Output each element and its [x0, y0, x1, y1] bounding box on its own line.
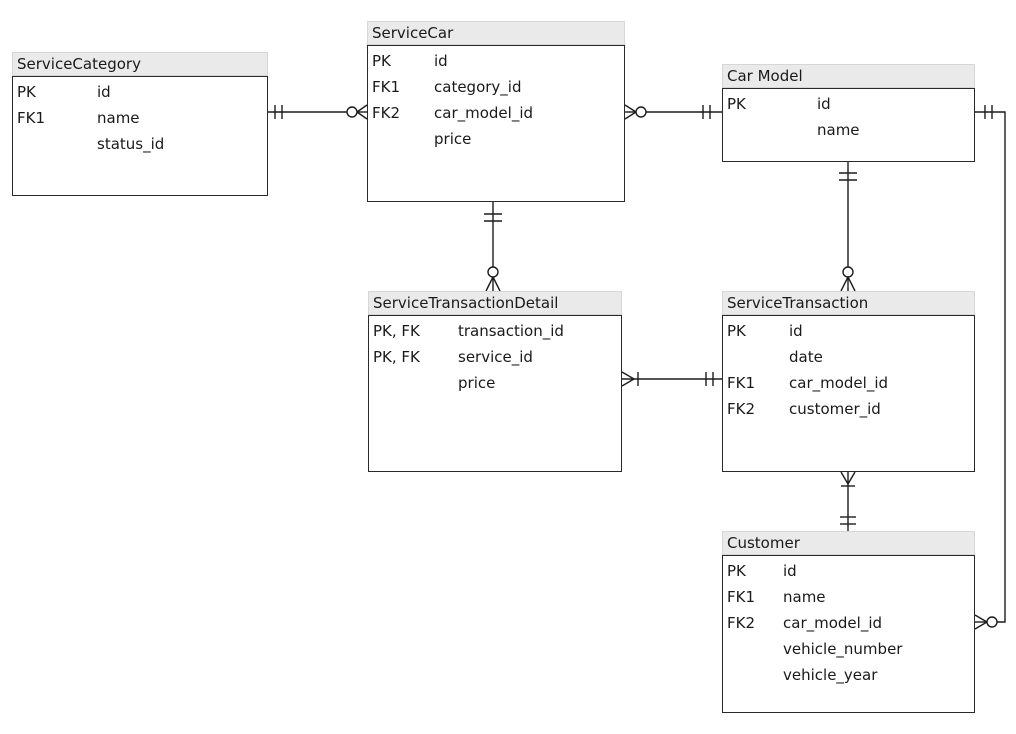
key-label: [723, 636, 783, 662]
attribute-row: status_id: [13, 131, 267, 157]
entity-title: Customer: [722, 531, 975, 555]
key-label: FK1: [727, 374, 756, 392]
attribute-row: FK2 car_model_id: [723, 610, 974, 636]
attribute-name: car_model_id: [434, 104, 534, 122]
attribute-row: FK1 name: [13, 105, 267, 131]
attribute-name: id: [817, 95, 831, 113]
attribute-name: status_id: [97, 135, 165, 153]
attribute-name: car_model_id: [789, 374, 889, 392]
zero-circle-icon: [986, 616, 998, 628]
key-label: PK: [727, 562, 746, 580]
attribute-name: price: [458, 374, 496, 392]
key-label: [723, 662, 783, 688]
attribute-row: vehicle_year: [723, 662, 974, 688]
key-label: PK: [727, 322, 746, 340]
entity-title: ServiceTransactionDetail: [368, 291, 622, 315]
relationship-servicetransaction-servicetransactiondetail[interactable]: [621, 371, 722, 387]
key-label: [369, 370, 458, 396]
key-label: [368, 126, 434, 152]
attribute-name: customer_id: [789, 400, 881, 418]
entity-carmodel[interactable]: Car Model PK id name: [722, 64, 975, 162]
attribute-name: car_model_id: [783, 614, 883, 632]
attribute-name: name: [783, 588, 826, 606]
attribute-row: date: [723, 344, 974, 370]
attribute-row: PK id: [13, 79, 267, 105]
entity-attributes: PK id FK1 category_id FK2 car_model_id p…: [367, 45, 625, 202]
attribute-name: name: [97, 109, 140, 127]
relationship-carmodel-servicecar[interactable]: [624, 104, 722, 120]
attribute-name: id: [783, 562, 797, 580]
attribute-name: service_id: [458, 348, 533, 366]
key-label: FK2: [727, 400, 756, 418]
attribute-row: FK1 name: [723, 584, 974, 610]
entity-title: ServiceCategory: [12, 52, 268, 76]
attribute-row: price: [369, 370, 621, 396]
relationship-servicecategory-servicecar[interactable]: [268, 104, 368, 120]
attribute-name: id: [789, 322, 803, 340]
attribute-row: PK id: [723, 558, 974, 584]
entity-servicecar[interactable]: ServiceCar PK id FK1 category_id FK2 car…: [367, 21, 625, 202]
zero-circle-icon: [635, 106, 647, 118]
key-label: PK: [17, 83, 36, 101]
attribute-name: date: [789, 348, 823, 366]
entity-title: Car Model: [722, 64, 975, 88]
entity-servicecategory[interactable]: ServiceCategory PK id FK1 name status_id: [12, 52, 268, 196]
key-label: PK, FK: [373, 348, 420, 366]
relationship-carmodel-customer[interactable]: [974, 105, 1006, 630]
key-label: [723, 117, 817, 143]
relationship-carmodel-servicetransaction[interactable]: [839, 162, 857, 292]
attribute-name: vehicle_number: [783, 640, 903, 658]
key-label: [13, 131, 97, 157]
zero-circle-icon: [842, 266, 854, 278]
entity-attributes: PK id date FK1 car_model_id FK2 customer…: [722, 315, 975, 472]
attribute-row: FK1 category_id: [368, 74, 624, 100]
entity-title: ServiceTransaction: [722, 291, 975, 315]
key-label: FK2: [372, 104, 401, 122]
attribute-name: vehicle_year: [783, 666, 878, 684]
key-label: FK1: [727, 588, 756, 606]
attribute-name: name: [817, 121, 860, 139]
relationship-servicecar-servicetransactiondetail[interactable]: [484, 202, 502, 292]
entity-customer[interactable]: Customer PK id FK1 name FK2 car_model_id…: [722, 531, 975, 713]
attribute-name: price: [434, 130, 472, 148]
entity-attributes: PK id FK1 name FK2 car_model_id vehicle_…: [722, 555, 975, 713]
attribute-name: transaction_id: [458, 322, 564, 340]
attribute-row: PK, FK service_id: [369, 344, 621, 370]
attribute-row: vehicle_number: [723, 636, 974, 662]
entity-attributes: PK id FK1 name status_id: [12, 76, 268, 196]
attribute-row: PK id: [368, 48, 624, 74]
entity-attributes: PK, FK transaction_id PK, FK service_id …: [368, 315, 622, 472]
attribute-name: category_id: [434, 78, 522, 96]
entity-servicetransactiondetail[interactable]: ServiceTransactionDetail PK, FK transact…: [368, 291, 622, 472]
attribute-row: name: [723, 117, 974, 143]
key-label: FK2: [727, 614, 756, 632]
attribute-row: FK2 car_model_id: [368, 100, 624, 126]
attribute-row: PK, FK transaction_id: [369, 318, 621, 344]
attribute-row: FK2 customer_id: [723, 396, 974, 422]
zero-circle-icon: [487, 266, 499, 278]
zero-circle-icon: [346, 106, 358, 118]
key-label: PK: [727, 95, 746, 113]
key-label: PK, FK: [373, 322, 420, 340]
attribute-row: PK id: [723, 91, 974, 117]
attribute-name: id: [97, 83, 111, 101]
key-label: FK1: [372, 78, 401, 96]
entity-title: ServiceCar: [367, 21, 625, 45]
attribute-row: price: [368, 126, 624, 152]
entity-servicetransaction[interactable]: ServiceTransaction PK id date FK1 car_mo…: [722, 291, 975, 472]
key-label: [723, 344, 789, 370]
key-label: FK1: [17, 109, 46, 127]
entity-attributes: PK id name: [722, 88, 975, 162]
attribute-name: id: [434, 52, 448, 70]
attribute-row: PK id: [723, 318, 974, 344]
key-label: PK: [372, 52, 391, 70]
attribute-row: FK1 car_model_id: [723, 370, 974, 396]
relationship-customer-servicetransaction[interactable]: [840, 471, 856, 531]
